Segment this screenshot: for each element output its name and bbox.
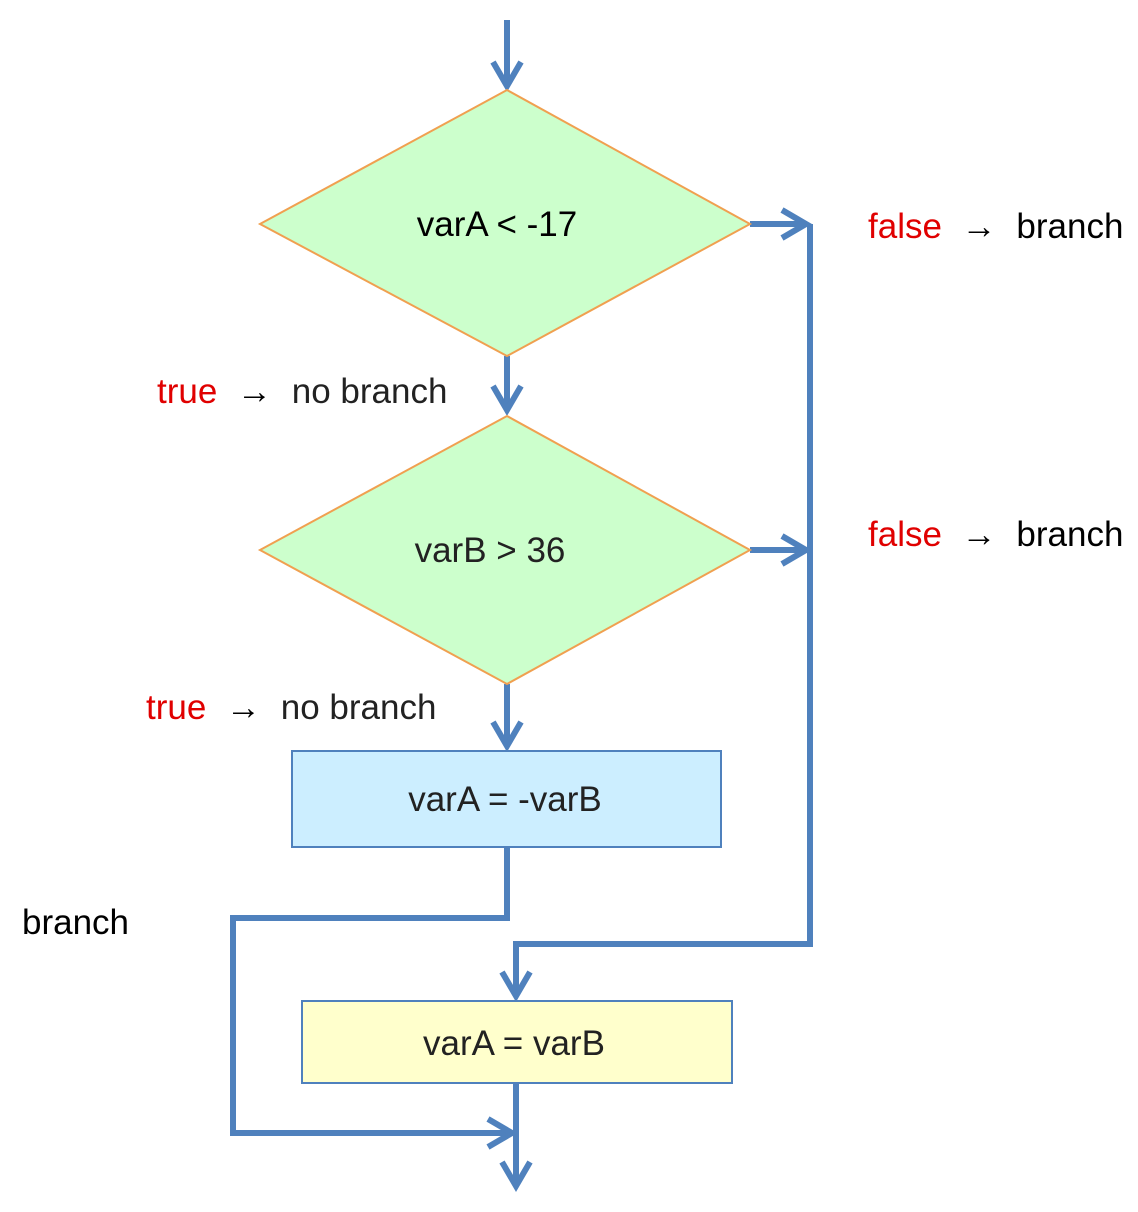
true-arrow-1: → bbox=[237, 372, 272, 411]
true-arrow-2: → bbox=[226, 688, 261, 727]
entry-arrowhead bbox=[490, 60, 524, 92]
true-result-1: no branch bbox=[292, 372, 448, 411]
false-arrowhead-2 bbox=[780, 533, 812, 567]
true-no-branch-label-2: true → no branch bbox=[146, 688, 436, 727]
false-result-1: branch bbox=[1016, 207, 1123, 246]
branch-bypass-arrowhead bbox=[486, 1116, 518, 1150]
true-condition-2: true bbox=[146, 688, 206, 727]
process-negate-box bbox=[291, 750, 722, 848]
false-branch-arrowhead bbox=[499, 970, 533, 1002]
true-arrowhead-1 bbox=[490, 384, 524, 416]
false-arrow-1: → bbox=[962, 207, 997, 246]
true-condition-1: true bbox=[157, 372, 217, 411]
false-result-2: branch bbox=[1016, 515, 1123, 554]
decision-varB-shape bbox=[257, 414, 753, 686]
true-arrowhead-2 bbox=[490, 720, 524, 752]
branch-bypass-connector bbox=[230, 848, 512, 1136]
process-assign-text: varA = varB bbox=[423, 1024, 605, 1063]
false-branch-label-2: false → branch bbox=[868, 515, 1123, 554]
true-no-branch-label-1: true → no branch bbox=[157, 372, 447, 411]
decision-varA-text: varA < -17 bbox=[417, 205, 578, 244]
false-branch-label-1: false → branch bbox=[868, 207, 1123, 246]
true-result-2: no branch bbox=[281, 688, 437, 727]
false-arrow-2: → bbox=[962, 515, 997, 554]
false-branch-rail bbox=[513, 224, 813, 996]
process-assign-box bbox=[301, 1000, 733, 1084]
false-arrowhead-1 bbox=[780, 207, 812, 241]
branch-label: branch bbox=[22, 903, 129, 942]
process-negate-text: varA = -varB bbox=[408, 780, 602, 819]
false-condition-1: false bbox=[868, 207, 942, 246]
decision-varB-text: varB > 36 bbox=[415, 531, 566, 570]
decision-varA-shape bbox=[257, 88, 753, 358]
false-condition-2: false bbox=[868, 515, 942, 554]
exit-arrowhead bbox=[499, 1160, 533, 1192]
